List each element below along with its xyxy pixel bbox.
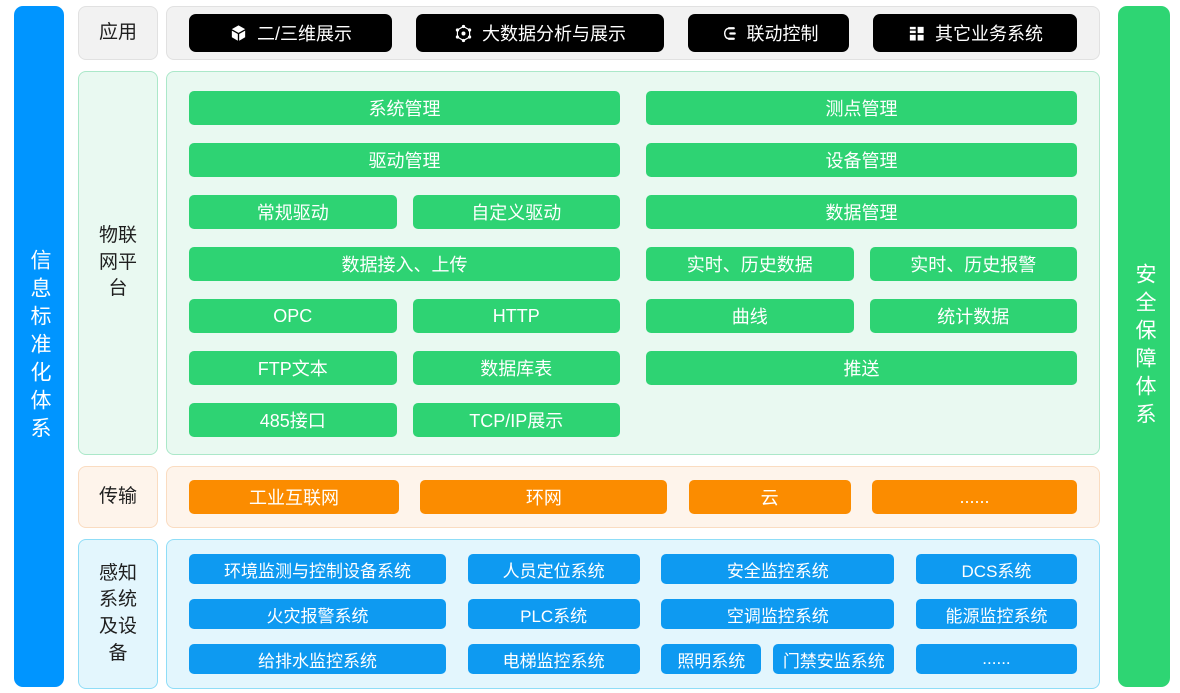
iot-block-realtime-history-alarm: 实时、历史报警 [869, 247, 1077, 281]
application-label-box: 应用 [78, 6, 158, 60]
iot-row-line: OPC HTTP [189, 299, 620, 333]
iot-row-line: 数据接入、上传 [189, 247, 620, 281]
iot-block-opc: OPC [189, 299, 397, 333]
info-standardization-bar: 信息标准化体系 [14, 6, 64, 687]
iot-row-line: 系统管理 [189, 91, 620, 125]
iot-row-line: 推送 [646, 351, 1077, 385]
iot-platform-body: 系统管理 驱动管理 常规驱动 自定义驱动 数据接入、上传 OPC HTTP FT [166, 71, 1100, 455]
iot-block-push: 推送 [646, 351, 1077, 385]
dev-env-monitoring-control: 环境监测与控制设备系统 [189, 554, 446, 584]
iot-platform-label-box: 物联网平台 [78, 71, 158, 455]
dev-fire-alarm: 火灾报警系统 [189, 599, 446, 629]
perception-section: 感知系统及设备 环境监测与控制设备系统 人员定位系统 安全监控系统 DCS系统 … [78, 539, 1100, 689]
iot-block-ftp-text: FTP文本 [189, 351, 397, 385]
dev-hvac-monitoring: 空调监控系统 [661, 599, 895, 629]
cube-icon [231, 24, 246, 41]
iot-block-device-management: 设备管理 [646, 143, 1077, 177]
dev-personnel-positioning: 人员定位系统 [467, 554, 640, 584]
iot-block-data-access-upload: 数据接入、上传 [189, 247, 620, 281]
iot-block-statistics-data: 统计数据 [869, 299, 1077, 333]
dev-ellipsis: ...... [915, 644, 1077, 674]
molecule-icon [455, 24, 472, 42]
transmission-label-box: 传输 [78, 466, 158, 528]
iot-block-database-table: 数据库表 [412, 351, 620, 385]
dev-plc-system: PLC系统 [467, 599, 640, 629]
app-button-bigdata-analysis: 大数据分析与展示 [416, 14, 664, 52]
transmission-row: 传输 工业互联网 环网 云 ...... [78, 466, 1100, 528]
iot-block-driver-management: 驱动管理 [189, 143, 620, 177]
iot-row-line: 485接口 TCP/IP展示 [189, 403, 620, 437]
app-button-label: 其它业务系统 [935, 24, 1043, 44]
iot-block-system-management: 系统管理 [189, 91, 620, 125]
grid-icon [909, 26, 924, 41]
iot-block-point-management: 测点管理 [646, 91, 1077, 125]
diagram-content: 应用 二/三维展示 大数据分析与展示 [78, 6, 1100, 689]
dev-split-cell: 照明系统 门禁安监系统 [661, 644, 895, 674]
iot-row-line: 实时、历史数据 实时、历史报警 [646, 247, 1077, 281]
dev-energy-monitoring: 能源监控系统 [915, 599, 1077, 629]
dev-lighting-system: 照明系统 [661, 644, 762, 674]
application-label: 应用 [98, 21, 137, 43]
iot-platform-section: 物联网平台 系统管理 驱动管理 常规驱动 自定义驱动 数据接入、上传 OPC [78, 71, 1100, 455]
trans-cloud: 云 [688, 480, 851, 514]
info-standardization-label: 信息标准化体系 [28, 248, 51, 445]
dev-dcs-system: DCS系统 [915, 554, 1077, 584]
iot-block-standard-driver: 常规驱动 [189, 195, 397, 229]
iot-block-tcp-ip-display: TCP/IP展示 [412, 403, 620, 437]
iot-right-column: 测点管理 设备管理 数据管理 实时、历史数据 实时、历史报警 曲线 统计数据 推 [646, 91, 1077, 435]
app-button-label: 大数据分析与展示 [482, 24, 626, 44]
iot-block-custom-driver: 自定义驱动 [412, 195, 620, 229]
trans-ring-network: 环网 [420, 480, 668, 514]
iot-row-line: 设备管理 [646, 143, 1077, 177]
iot-row-line: 驱动管理 [189, 143, 620, 177]
dev-elevator-monitoring: 电梯监控系统 [467, 644, 640, 674]
iot-platform-label: 物联网平台 [98, 225, 137, 300]
security-assurance-label: 安全保障体系 [1133, 262, 1156, 431]
security-assurance-bar: 安全保障体系 [1118, 6, 1170, 687]
linkage-icon [723, 26, 736, 40]
iot-block-data-management: 数据管理 [646, 195, 1077, 229]
iot-left-column: 系统管理 驱动管理 常规驱动 自定义驱动 数据接入、上传 OPC HTTP FT [189, 91, 620, 437]
app-button-label: 二/三维展示 [256, 24, 352, 44]
iot-row-line: 数据管理 [646, 195, 1077, 229]
perception-label-box: 感知系统及设备 [78, 539, 158, 689]
iot-block-interface-485: 485接口 [189, 403, 397, 437]
app-button-2d3d-display: 二/三维展示 [189, 14, 392, 52]
app-button-other-business-systems: 其它业务系统 [873, 14, 1077, 52]
iot-row-line: 测点管理 [646, 91, 1077, 125]
trans-ellipsis: ...... [871, 480, 1077, 514]
application-row: 应用 二/三维展示 大数据分析与展示 [78, 6, 1100, 60]
iot-row-line: FTP文本 数据库表 [189, 351, 620, 385]
trans-industrial-internet: 工业互联网 [189, 480, 399, 514]
transmission-label: 传输 [98, 485, 137, 507]
iot-block-http: HTTP [412, 299, 620, 333]
iot-block-curve: 曲线 [646, 299, 854, 333]
iot-row-line: 曲线 统计数据 [646, 299, 1077, 333]
app-button-linkage-control: 联动控制 [688, 14, 849, 52]
perception-label: 感知系统及设备 [98, 562, 137, 664]
app-button-label: 联动控制 [746, 24, 819, 44]
dev-water-monitoring: 给排水监控系统 [189, 644, 446, 674]
perception-body: 环境监测与控制设备系统 人员定位系统 安全监控系统 DCS系统 火灾报警系统 P… [166, 539, 1100, 689]
iot-block-realtime-history-data: 实时、历史数据 [646, 247, 854, 281]
transmission-body: 工业互联网 环网 云 ...... [166, 466, 1100, 528]
iot-row-line: 常规驱动 自定义驱动 [189, 195, 620, 229]
dev-access-control: 门禁安监系统 [773, 644, 895, 674]
application-body: 二/三维展示 大数据分析与展示 联动控制 [166, 6, 1100, 60]
dev-safety-monitoring: 安全监控系统 [661, 554, 895, 584]
